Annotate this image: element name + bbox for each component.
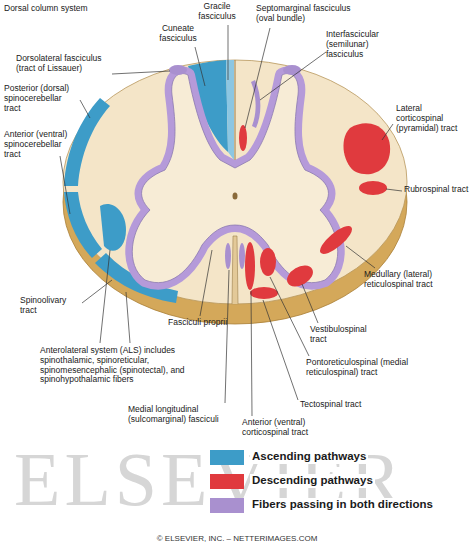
tract-label: Vestibulospinal tract	[310, 325, 382, 345]
legend-text: Ascending pathways	[250, 450, 368, 464]
tract-label: Tectospinal tract	[300, 400, 390, 410]
tract-label: Medial longitudinal (sulcomarginal) fasc…	[128, 405, 236, 425]
legend-swatch	[210, 498, 244, 513]
tract-label: Dorsolateral fasciculus (tract of Lissau…	[16, 54, 112, 74]
tract-label: Medullary (lateral) reticulospinal tract	[364, 270, 470, 290]
tract-label: Septomarginal fasciculus (oval bundle)	[256, 4, 352, 24]
tract-label: Anterolateral system (ALS) includes spin…	[40, 346, 200, 385]
legend-swatch	[210, 474, 244, 489]
tract-label: Anterior (ventral) corticospinal tract	[242, 418, 326, 438]
tract-label: Posterior (dorsal) spinocerebellar tract	[4, 84, 80, 113]
legend-swatch	[210, 450, 244, 465]
tract-label: Fasciculi proprii	[168, 318, 238, 328]
tract-label: Anterior (ventral) spinocerebellar tract	[4, 130, 80, 159]
tract-label: Spinoolivary tract	[20, 296, 80, 316]
tract-label: Lateral corticospinal (pyramidal) tract	[396, 104, 470, 133]
tract-label: Pontoreticulospinal (medial reticulospin…	[306, 358, 418, 378]
legend-text: Fibers passing in both directions	[250, 498, 435, 512]
tract-label: Gracile fasciculus	[186, 2, 248, 22]
group-label: Dorsal column system	[4, 4, 114, 14]
tract-label: Interfascicular (semilunar) fasciculus	[326, 30, 406, 59]
legend-text: Descending pathways	[250, 474, 375, 488]
copyright-note: © ELSEVIER, INC. – NETTERIMAGES.COM	[0, 534, 474, 543]
tract-label: Rubrospinal tract	[404, 185, 470, 195]
tract-label: Cuneate fasciculus	[150, 24, 206, 44]
